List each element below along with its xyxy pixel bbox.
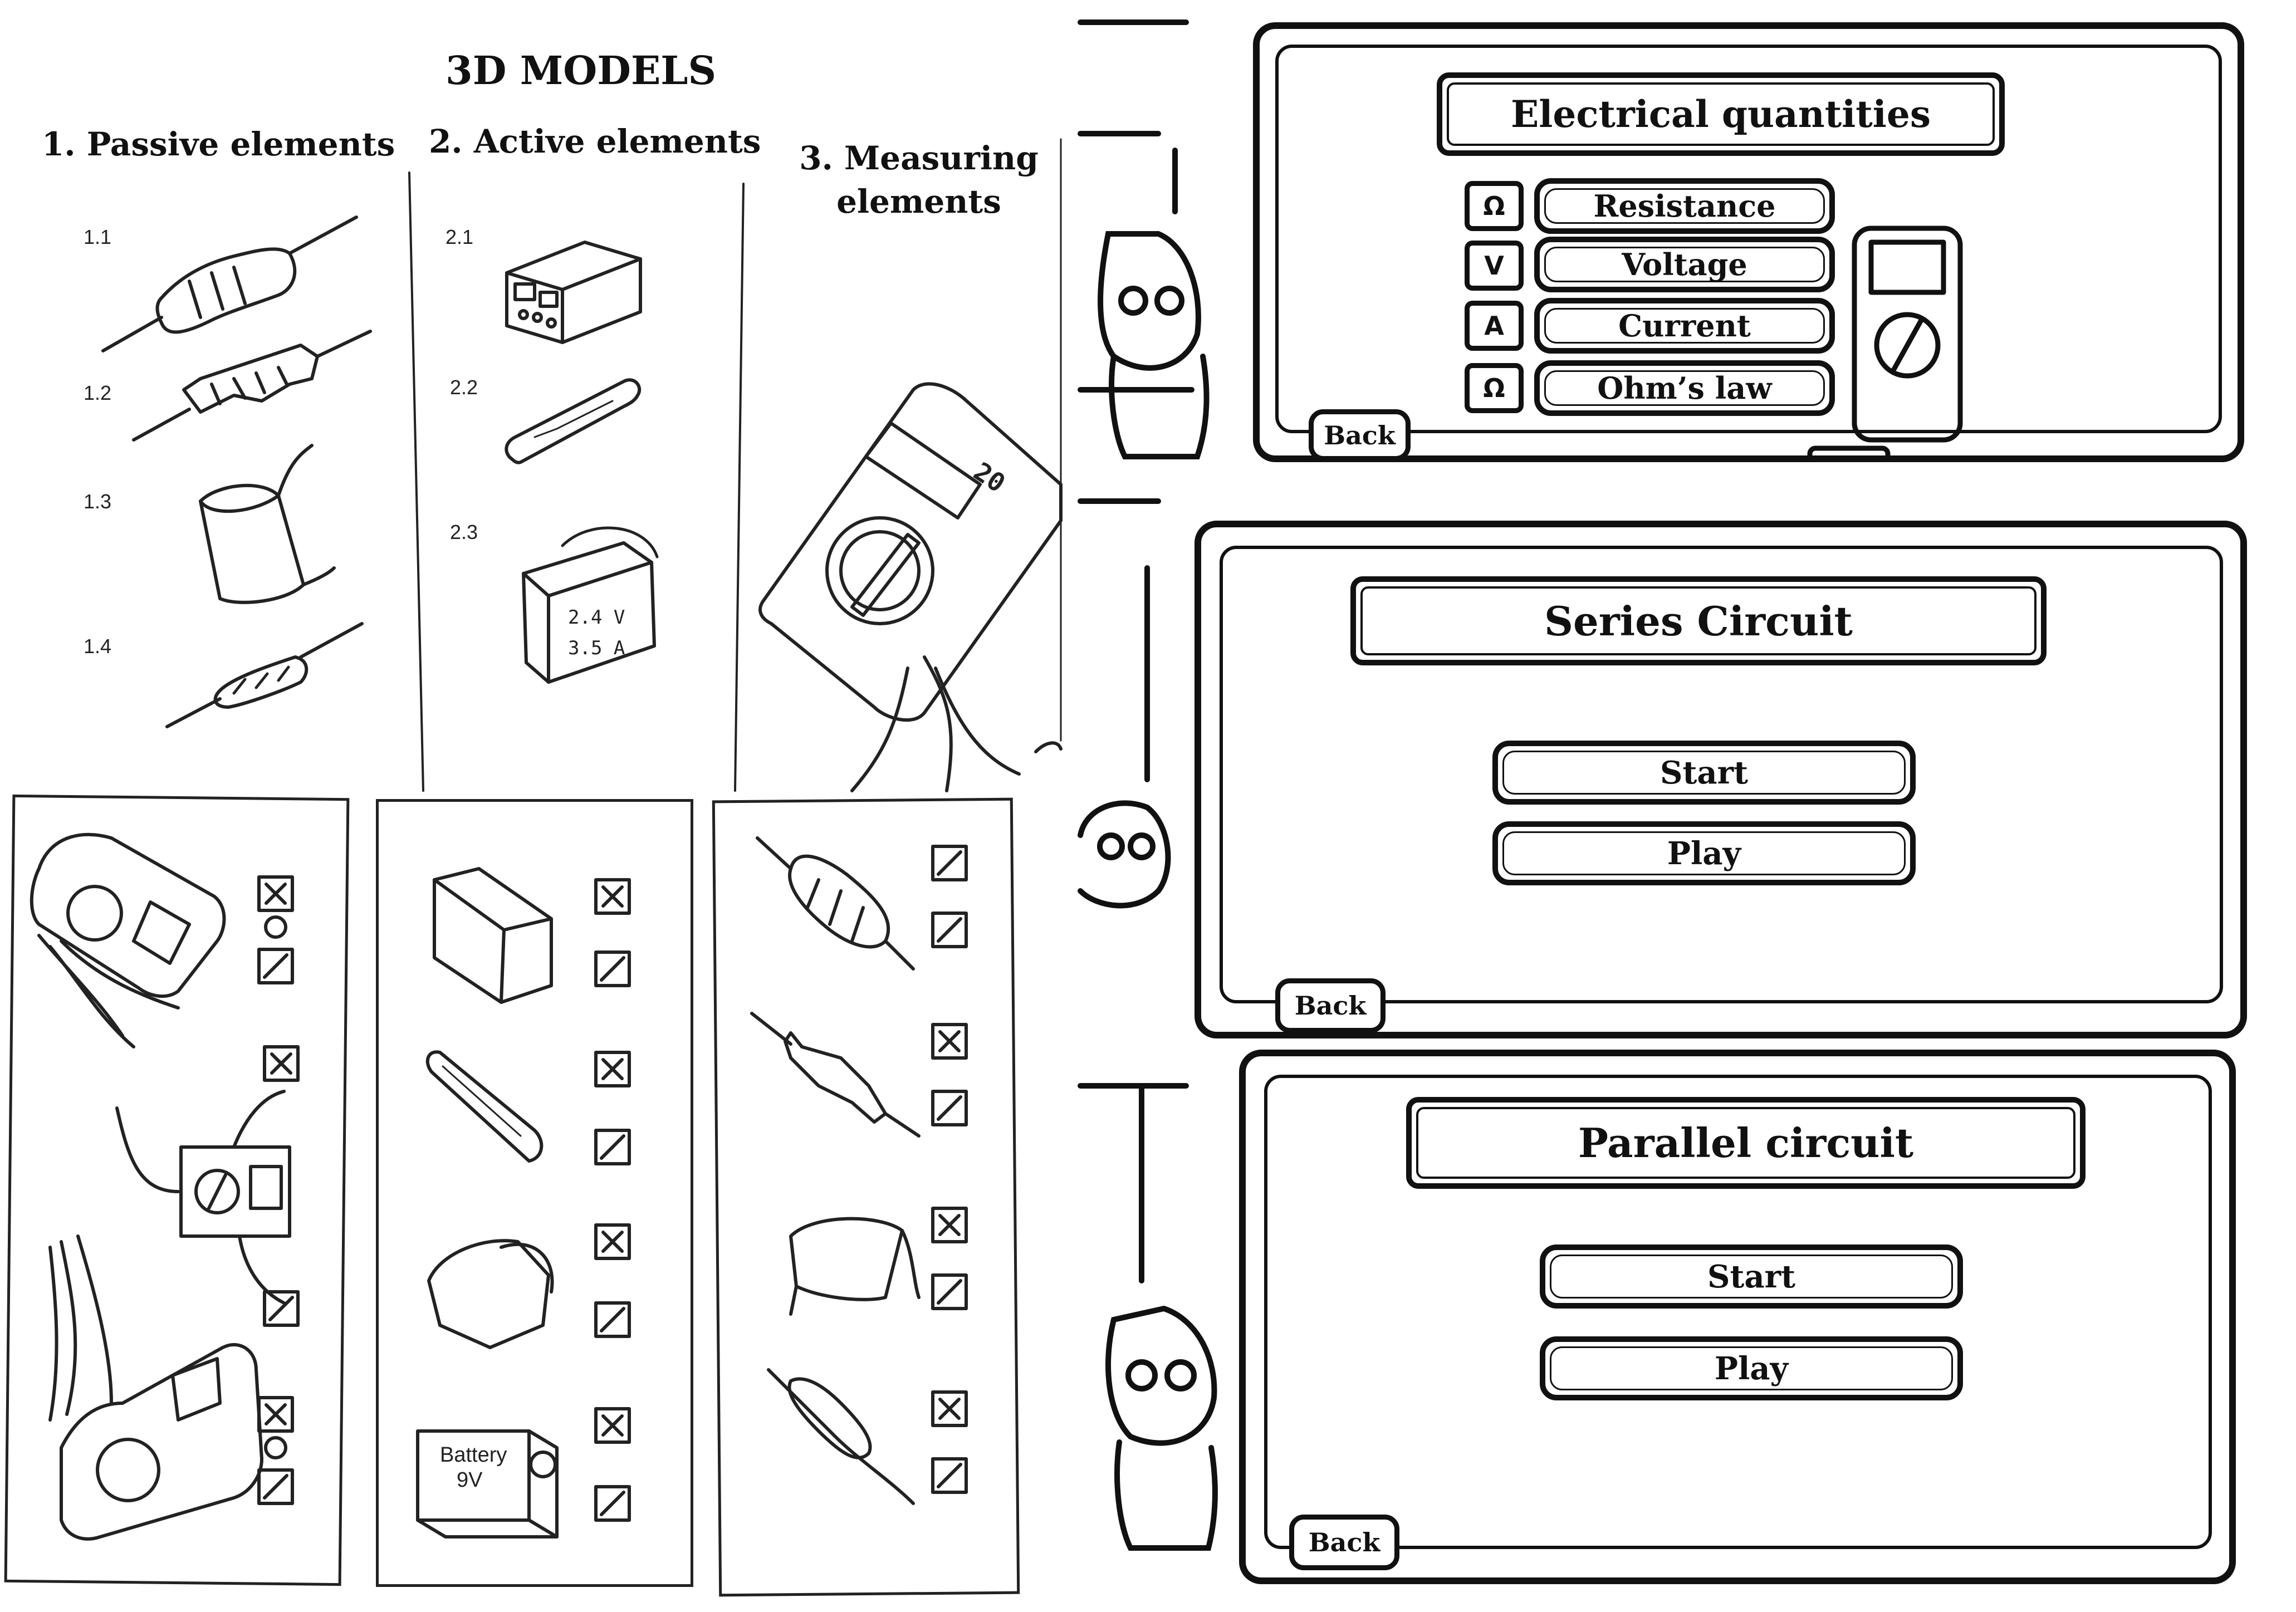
item-label: 2.1 <box>446 226 474 248</box>
resistance-button[interactable]: Resistance <box>1534 178 1835 234</box>
screen-series-circuit: Series Circuit Start Play Back <box>1194 521 2247 1038</box>
svg-text:2.4 V: 2.4 V <box>568 606 625 629</box>
play-button[interactable]: Play <box>1540 1336 1963 1400</box>
column-label-active: 2. Active elements <box>429 123 761 160</box>
screen-frame-inner <box>1220 546 2223 1003</box>
play-button[interactable]: Play <box>1492 821 1916 885</box>
voltage-button[interactable]: Voltage <box>1534 237 1835 292</box>
screen-frame-inner <box>1264 1075 2212 1549</box>
start-button[interactable]: Start <box>1492 741 1916 805</box>
resistor-sketch <box>101 215 358 352</box>
battery-text-2: 9V <box>457 1468 483 1492</box>
ampere-icon[interactable]: A <box>1465 301 1524 351</box>
sketch-sheet: 3D MODELS 1. Passive elements 2. Active … <box>0 0 1075 1612</box>
svg-text:3.5 A: 3.5 A <box>568 637 625 659</box>
screen-frame-inner <box>1275 45 2222 433</box>
item-label: 1.2 <box>84 381 112 404</box>
ohm-icon[interactable]: Ω <box>1465 181 1524 231</box>
screen-title-text: Series Circuit <box>1544 597 1853 645</box>
screen-title: Series Circuit <box>1350 576 2047 665</box>
ui-background-art <box>1078 19 1218 1551</box>
battery-cell-sketch <box>505 378 642 464</box>
screen-title: Electrical quantities <box>1437 72 2005 156</box>
volt-icon[interactable]: V <box>1465 241 1524 291</box>
screen-parallel-circuit: Parallel circuit Start Play Back <box>1239 1050 2236 1584</box>
sketch-drawings: 2.4 V 3.5 A 20 <box>101 138 1063 792</box>
capacitor-sketch <box>199 444 336 604</box>
item-label: 2.3 <box>450 521 478 543</box>
item-label: 1.3 <box>84 490 112 513</box>
panel-drawings: Battery 9V <box>30 832 968 1541</box>
column-label-passive: 1. Passive elements <box>42 125 395 163</box>
battery-text-1: Battery <box>440 1443 507 1467</box>
power-supply-sketch <box>505 241 642 344</box>
inductor-sketch <box>165 622 364 728</box>
wirewound-resistor-sketch <box>132 330 372 442</box>
screen-title-text: Parallel circuit <box>1578 1119 1914 1167</box>
multimeter-icon <box>1807 226 1963 462</box>
ohms-law-button[interactable]: Ohm’s law <box>1534 360 1835 416</box>
item-label: 1.1 <box>84 226 112 248</box>
multimeter-sketch <box>758 382 1063 792</box>
current-button[interactable]: Current <box>1534 298 1835 354</box>
back-button[interactable]: Back <box>1289 1515 1399 1570</box>
column-label-measuring: 3. Measuring elements <box>799 139 1039 221</box>
start-button[interactable]: Start <box>1540 1244 1963 1309</box>
back-button[interactable]: Back <box>1309 409 1411 461</box>
ohms-law-icon[interactable]: Ω <box>1465 363 1524 413</box>
screen-title: Parallel circuit <box>1406 1097 2086 1189</box>
screen-electrical-quantities: Electrical quantities Ω Resistance V Vol… <box>1253 22 2244 462</box>
item-label: 1.4 <box>84 635 112 658</box>
sketch-heading: 3D MODELS <box>446 47 717 94</box>
transformer-sketch: 2.4 V 3.5 A <box>522 526 659 684</box>
back-button[interactable]: Back <box>1275 978 1386 1033</box>
ui-screens: Electrical quantities Ω Resistance V Vol… <box>1075 0 2296 1612</box>
item-label: 2.2 <box>450 376 478 399</box>
